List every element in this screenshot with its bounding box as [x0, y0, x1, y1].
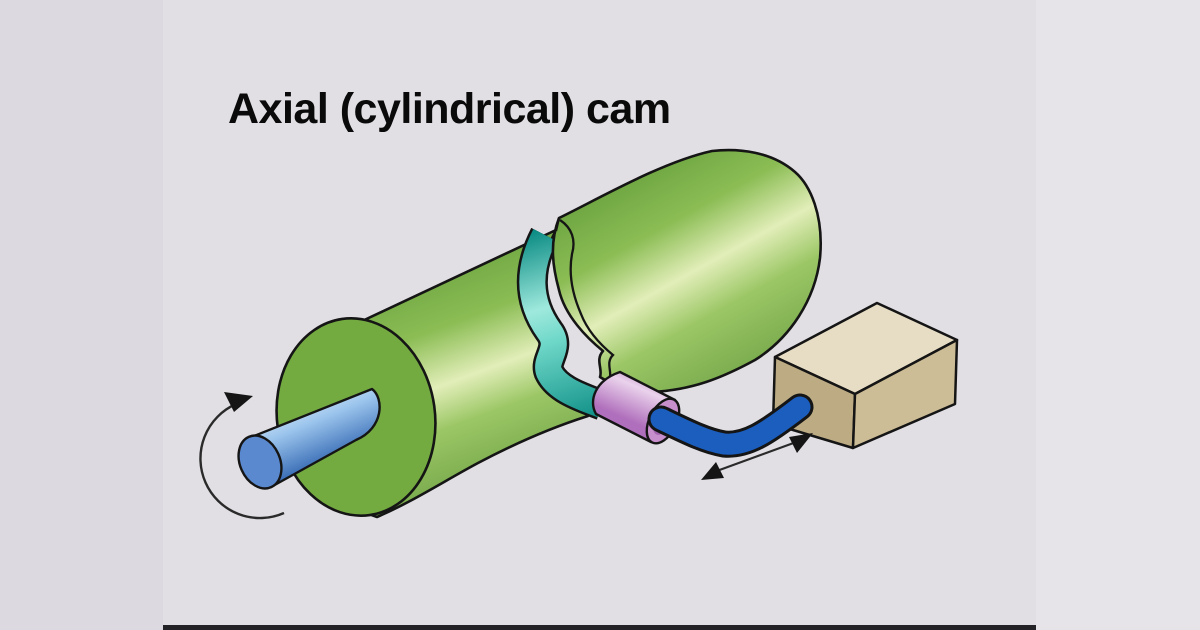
slide-block-right-face [851, 338, 959, 450]
drive-shaft-end-cap [237, 434, 283, 490]
background-right-strip [1036, 0, 1200, 630]
cam-track-groove [516, 227, 608, 420]
linear-motion-arrow-icon [701, 433, 813, 480]
drive-shaft [237, 387, 381, 490]
slide-block [771, 301, 959, 450]
background-left-strip [0, 0, 163, 630]
follower-rod [647, 393, 814, 458]
diagram-title: Axial (cylindrical) cam [228, 85, 671, 133]
cam-cylinder-right-half [551, 148, 822, 394]
bottom-bar [163, 625, 1036, 630]
rotation-arrow-icon [199, 392, 285, 520]
groove-lip-edge [559, 219, 615, 381]
